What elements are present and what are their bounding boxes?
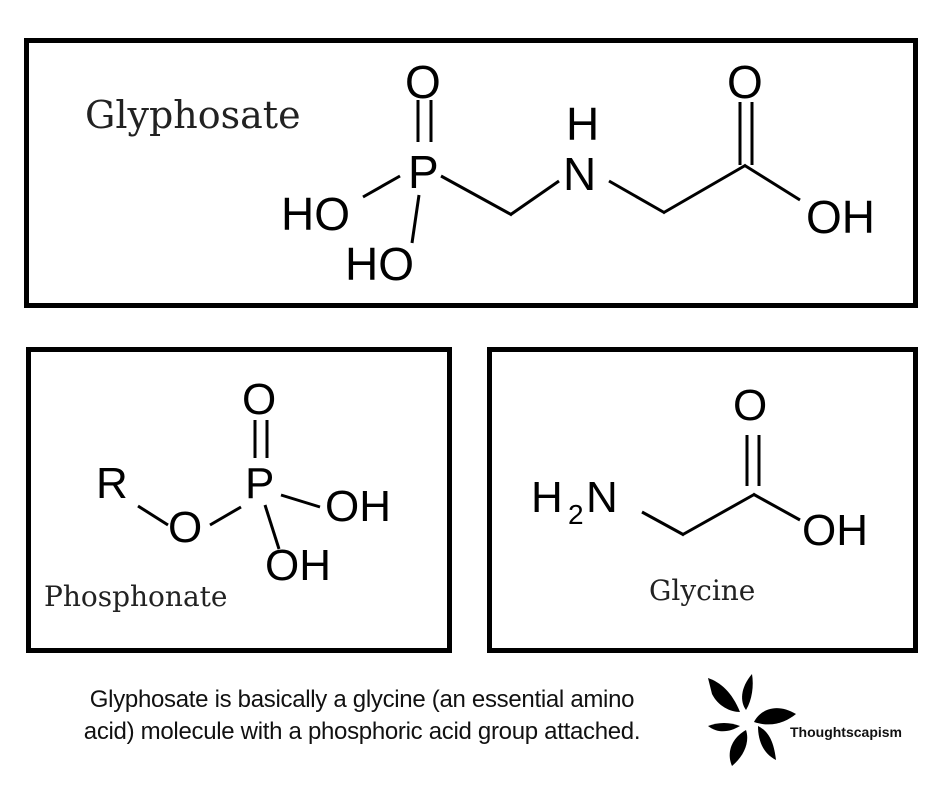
bond-c-oh: [743, 163, 801, 202]
atom-o-carbonyl: O: [733, 381, 767, 430]
glyphosate-title: Glyphosate: [85, 93, 301, 137]
logo-petal: [742, 674, 753, 710]
flower-logo-icon: [708, 674, 796, 766]
atom-o-phosphoryl: O: [405, 56, 441, 108]
atom-o-ester: O: [168, 503, 202, 552]
logo-petal: [754, 708, 796, 725]
bond-n-ch2: [641, 510, 685, 537]
atom-ho-left: HO: [281, 188, 350, 240]
atom-oh-bottom: OH: [265, 541, 331, 590]
logo-petal: [708, 678, 740, 712]
bond-p-oh-bottom: [263, 504, 281, 550]
bond-c-oh: [752, 492, 801, 522]
atom-n: N: [563, 148, 596, 200]
atom-p: P: [245, 459, 274, 508]
caption-line-2: acid) molecule with a phosphoric acid gr…: [83, 718, 641, 745]
logo-petal: [708, 723, 740, 732]
bond-ch2-c: [681, 492, 756, 537]
atom-p: P: [408, 146, 439, 198]
atom-oh-right: OH: [325, 482, 391, 531]
glycine-title: Glycine: [649, 574, 756, 607]
caption-line-1: Glyphosate is basically a glycine (an es…: [89, 686, 635, 713]
atom-n: N: [586, 473, 618, 522]
phosphonate-panel: Phosphonate: [26, 347, 452, 653]
atom-oh: OH: [802, 506, 868, 555]
bond-ch2-n: [509, 179, 560, 217]
atom-h-amine: H: [566, 98, 599, 150]
atom-o-carbonyl: O: [727, 56, 763, 108]
atom-h-subscript: 2: [568, 499, 584, 530]
logo-petal: [729, 730, 748, 766]
phosphonate-structure: O R P O OH OH: [96, 375, 391, 590]
atom-ho-bottom: HO: [345, 238, 414, 290]
bond-o-p: [209, 505, 242, 527]
bond-n-ch2: [608, 179, 666, 215]
atom-oh-right: OH: [806, 191, 875, 243]
bond-p-oh-right: [280, 493, 321, 509]
bond-ch2-c: [662, 163, 747, 215]
glyphosate-structure: O P H N O HO HO OH: [281, 56, 875, 290]
bond-ho-p: [362, 174, 401, 199]
glycine-structure: O H 2 N OH: [531, 381, 868, 555]
atom-r: R: [96, 459, 128, 508]
glycine-panel: Glycine: [487, 347, 918, 653]
bond-p-ho-bottom: [410, 194, 421, 244]
phosphonate-title: Phosphonate: [44, 580, 228, 613]
atom-h: H: [531, 473, 563, 522]
caption: Glyphosate is basically a glycine (an es…: [22, 684, 702, 748]
logo-petal: [758, 726, 776, 760]
bond-r-o: [137, 504, 169, 527]
bond-p-ch2: [440, 174, 513, 217]
glyphosate-panel: Glyphosate: [24, 38, 918, 308]
brand-name: Thoughtscapism: [790, 724, 903, 740]
atom-o-phosphoryl: O: [242, 375, 276, 424]
